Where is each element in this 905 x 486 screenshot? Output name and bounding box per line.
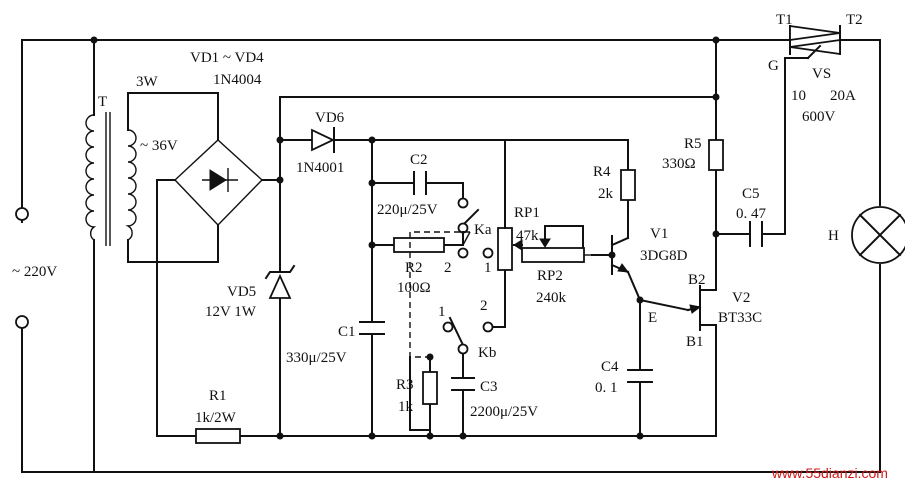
label-r1-ref: R1 <box>209 388 227 404</box>
label-transformer: T <box>98 94 107 110</box>
label-r1-value: 1k/2W <box>195 410 237 426</box>
label-ka-pos1: 1 <box>484 260 492 276</box>
label-transformer-power: 3W <box>136 74 159 90</box>
label-bridge-part: 1N4004 <box>213 72 262 88</box>
label-r5-ref: R5 <box>684 136 702 152</box>
label-v2-ref: V2 <box>732 290 750 306</box>
label-r4-ref: R4 <box>593 164 611 180</box>
label-vs-t1: T1 <box>776 12 793 28</box>
label-vd6-ref: VD6 <box>315 110 345 126</box>
label-secondary-voltage: ~ 36V <box>140 138 178 154</box>
label-v1-part: 3DG8D <box>640 248 688 264</box>
capacitor-c2 <box>413 171 427 195</box>
label-vs-voltage: 600V <box>802 109 836 125</box>
label-bridge-refs: VD1 ~ VD4 <box>190 50 264 66</box>
label-vd5-ref: VD5 <box>227 284 256 300</box>
label-vd6-part: 1N4001 <box>296 160 344 176</box>
label-v1-ref: V1 <box>650 226 668 242</box>
potentiometer-rp1 <box>497 139 523 271</box>
junction-dots <box>90 36 720 440</box>
labels: T 3W ~ 36V ~ 220V VD1 ~ VD4 1N4004 VD6 1… <box>12 12 888 481</box>
capacitor-c4 <box>627 369 653 383</box>
label-c2-ref: C2 <box>410 152 428 168</box>
wiring <box>21 39 881 473</box>
resistor-r5 <box>708 139 724 171</box>
switch-kb <box>442 316 494 355</box>
label-kb-ref: Kb <box>478 345 496 361</box>
label-c4-value: 0. 1 <box>595 380 618 396</box>
label-vs-gate: G <box>768 58 779 74</box>
label-mains-voltage: ~ 220V <box>12 264 57 280</box>
capacitor-c1 <box>359 321 385 335</box>
label-r5-value: 330Ω <box>662 156 696 172</box>
ganged-linkage <box>409 231 470 358</box>
label-ka-pos2: 2 <box>444 260 452 276</box>
mains-terminals <box>15 207 29 329</box>
label-rp1-ref: RP1 <box>514 205 540 221</box>
label-vs-t2: T2 <box>846 12 863 28</box>
label-lamp-ref: H <box>828 228 839 244</box>
label-c3-value: 2200μ/25V <box>470 404 538 420</box>
label-r2-value: 100Ω <box>397 280 431 296</box>
label-v2-e: E <box>648 310 657 326</box>
label-kb-pos2: 2 <box>480 298 488 314</box>
label-r3-ref: R3 <box>396 377 414 393</box>
resistor-r4 <box>620 169 636 201</box>
label-c5-ref: C5 <box>742 186 760 202</box>
watermark-text: www.55dianzi.com <box>771 465 888 481</box>
triac-vs <box>778 24 851 60</box>
label-vs-part-left: 10 <box>791 88 806 104</box>
label-rp1-value: 47k <box>516 228 539 244</box>
resistor-r3 <box>422 371 438 405</box>
transformer-t <box>85 112 137 246</box>
capacitor-c5 <box>749 221 763 247</box>
label-r4-value: 2k <box>598 186 614 202</box>
label-v2-b2: B2 <box>688 272 706 288</box>
label-c1-ref: C1 <box>338 324 356 340</box>
diode-vd6 <box>311 127 344 153</box>
label-vd5-value: 12V 1W <box>205 304 257 320</box>
capacitor-c3 <box>451 377 475 391</box>
label-ka-ref: Ka <box>474 222 492 238</box>
label-c2-value: 220μ/25V <box>377 202 438 218</box>
switch-ka <box>457 197 494 259</box>
label-v2-b1: B1 <box>686 334 704 350</box>
label-kb-pos1: 1 <box>438 304 446 320</box>
label-c1-value: 330μ/25V <box>286 350 347 366</box>
label-r2-ref: R2 <box>405 260 423 276</box>
label-rp2-value: 240k <box>536 290 567 306</box>
label-rp2-ref: RP2 <box>537 268 563 284</box>
potentiometer-rp2 <box>521 238 585 263</box>
label-v2-part: BT33C <box>718 310 762 326</box>
label-vs-ref: VS <box>812 66 831 82</box>
resistor-r2 <box>393 237 445 253</box>
resistor-r1 <box>195 428 241 444</box>
label-c5-value: 0. 47 <box>736 206 767 222</box>
transistor-v1 <box>610 235 630 275</box>
zener-vd5 <box>264 264 296 299</box>
label-c3-ref: C3 <box>480 379 498 395</box>
bridge-rectifier <box>174 139 264 227</box>
ujt-v2 <box>686 285 702 331</box>
lamp-h <box>851 206 905 264</box>
label-vs-current: 20A <box>830 88 856 104</box>
label-r3-value: 1k <box>398 399 414 415</box>
label-c4-ref: C4 <box>601 359 619 375</box>
